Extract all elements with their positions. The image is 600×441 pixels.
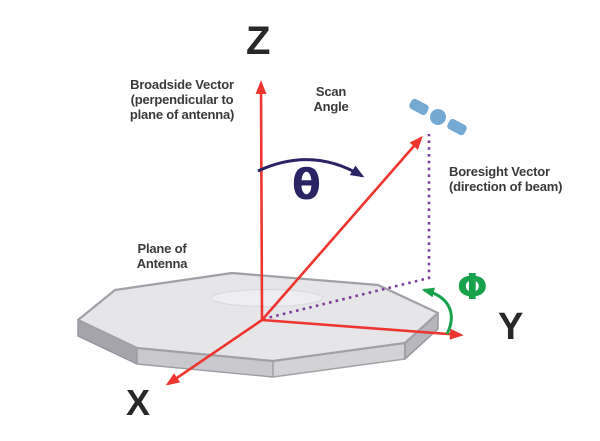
boresight-vector-label: Boresight Vector (direction of beam) [449, 164, 563, 194]
theta-symbol: θ [292, 160, 321, 209]
plane-of-antenna-label: Plane of Antenna [136, 241, 188, 271]
broadside-vector-label: Broadside Vector (perpendicular to plane… [129, 77, 235, 122]
projection-dotted-line [262, 134, 431, 321]
x-axis-letter: X [126, 382, 151, 423]
scan-angle-arc [257, 158, 365, 178]
phi-symbol: Φ [457, 267, 488, 308]
x-axis-arrow [165, 318, 263, 386]
y-axis-letter: Y [498, 306, 524, 348]
z-axis-letter: Z [246, 19, 271, 63]
z-axis-arrow [255, 80, 267, 321]
y-axis-arrow [261, 318, 464, 340]
azimuth-angle-arc [421, 287, 453, 335]
boresight-vector-arrow [261, 135, 423, 321]
satellite-icon [409, 98, 467, 136]
plate-center-ellipse [210, 289, 324, 307]
plate-top-face [76, 271, 440, 363]
scan-angle-label: Scan Angle [313, 84, 349, 114]
antenna-plate [76, 271, 440, 378]
